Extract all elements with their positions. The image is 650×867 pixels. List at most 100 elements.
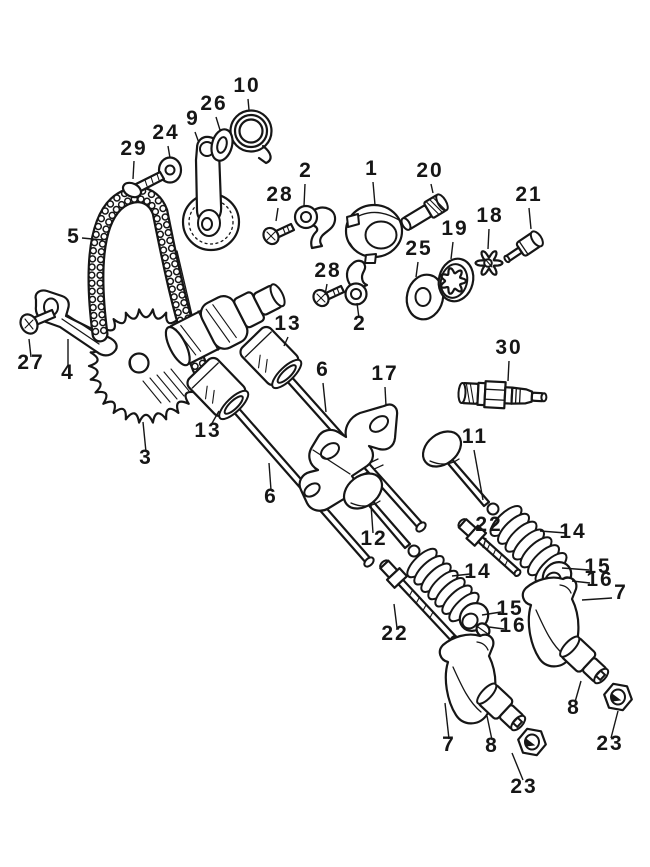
part-number-label: 23 — [596, 732, 623, 755]
part-number-label: 10 — [233, 74, 260, 97]
leader-line — [430, 183, 434, 194]
part-number-label: 28 — [266, 183, 293, 206]
part-number-label: 18 — [476, 204, 503, 227]
part-number-label: 29 — [120, 137, 147, 160]
leader-line — [142, 421, 147, 453]
tappet-adjusting-screw-right — [457, 518, 522, 577]
leader-line — [481, 611, 502, 616]
leader-line — [571, 580, 591, 584]
washer-26 — [210, 128, 234, 162]
leader-line — [450, 241, 454, 260]
leader-line — [581, 597, 613, 601]
part-number-label: 13 — [194, 419, 221, 442]
leader-line — [415, 261, 419, 278]
part-number-label: 2 — [299, 159, 313, 182]
part-number-label: 5 — [67, 225, 81, 248]
leader-line — [370, 504, 374, 534]
leader-line — [194, 131, 200, 144]
part-number-label: 14 — [464, 560, 491, 583]
leader-line — [283, 336, 289, 347]
leader-line — [574, 680, 582, 703]
leader-line — [528, 207, 532, 230]
leader-line — [268, 462, 272, 491]
leader-line — [539, 530, 567, 534]
sprocket-hatching — [142, 368, 190, 404]
shaft-retainer-plate — [298, 403, 399, 512]
leader-line — [487, 228, 490, 250]
leader-line — [488, 626, 505, 630]
cam-stopper-lever-upper — [293, 204, 337, 250]
leader-line — [167, 145, 171, 159]
valve-spring — [489, 505, 568, 584]
part-number-label: 8 — [485, 734, 499, 757]
part-number-label: 4 — [61, 361, 75, 384]
tappet-nut — [517, 727, 547, 757]
part-number-label: 1 — [365, 157, 379, 180]
part-number-label: 11 — [462, 425, 488, 448]
leader-line — [247, 98, 250, 111]
part-number-label: 12 — [360, 527, 387, 550]
pump-outer-rotor — [437, 257, 475, 303]
part-number-label: 14 — [559, 520, 586, 543]
part-number-label: 6 — [264, 485, 278, 508]
leader-line — [303, 183, 306, 207]
leader-line — [324, 283, 328, 296]
leader-line — [473, 449, 484, 501]
leader-line — [507, 360, 510, 382]
valve-lifter — [239, 325, 303, 390]
leader-line — [356, 302, 360, 319]
tappet-screw — [559, 635, 610, 685]
leader-line — [610, 710, 619, 739]
part-number-label: 3 — [139, 446, 153, 469]
pan-bolt — [309, 284, 346, 311]
part-number-label: 20 — [416, 159, 443, 182]
cam-bolt — [400, 193, 449, 231]
part-number-label: 22 — [475, 513, 502, 536]
tensioner-spring — [229, 109, 273, 165]
leader-line — [444, 702, 450, 740]
part-number-label: 9 — [186, 107, 200, 130]
flat-washer — [405, 273, 445, 321]
part-number-label: 24 — [152, 121, 179, 144]
part-number-label: 22 — [381, 622, 408, 645]
part-number-label: 17 — [371, 362, 398, 385]
leader-line — [132, 160, 135, 180]
part-number-label: 28 — [314, 259, 341, 282]
part-number-label: 26 — [200, 92, 227, 115]
part-number-label: 16 — [499, 614, 526, 637]
part-number-label: 30 — [495, 336, 522, 359]
leader-line — [561, 567, 590, 571]
leader-line — [451, 573, 471, 577]
spark-plug — [457, 380, 548, 410]
leader-line — [384, 386, 387, 407]
leader-line — [393, 603, 398, 629]
part-number-label: 25 — [405, 237, 432, 260]
pan-bolt — [262, 222, 296, 246]
camshaft — [164, 283, 286, 367]
guide-plate-bolt — [19, 308, 57, 335]
part-number-label: 8 — [567, 696, 581, 719]
part-number-label: 27 — [17, 351, 44, 374]
part-number-label: 7 — [614, 581, 628, 604]
leader-line — [215, 116, 221, 131]
pump-bolt — [503, 230, 544, 264]
part-number-label: 21 — [515, 183, 542, 206]
part-number-label: 16 — [586, 568, 613, 591]
cam-collar — [344, 203, 404, 264]
leader-line — [275, 207, 279, 222]
leader-line — [28, 338, 32, 358]
part-number-label: 15 — [496, 597, 523, 620]
valve-spring — [406, 547, 480, 623]
leader-line — [81, 237, 104, 241]
leader-line — [372, 181, 376, 206]
leader-line — [210, 410, 220, 426]
cam-stopper-lever-lower — [344, 259, 369, 306]
part-number-label: 6 — [316, 358, 330, 381]
pump-inner-rotor — [474, 250, 504, 276]
leader-line — [486, 715, 493, 741]
part-number-label: 19 — [441, 217, 468, 240]
part-number-label: 7 — [442, 733, 456, 756]
